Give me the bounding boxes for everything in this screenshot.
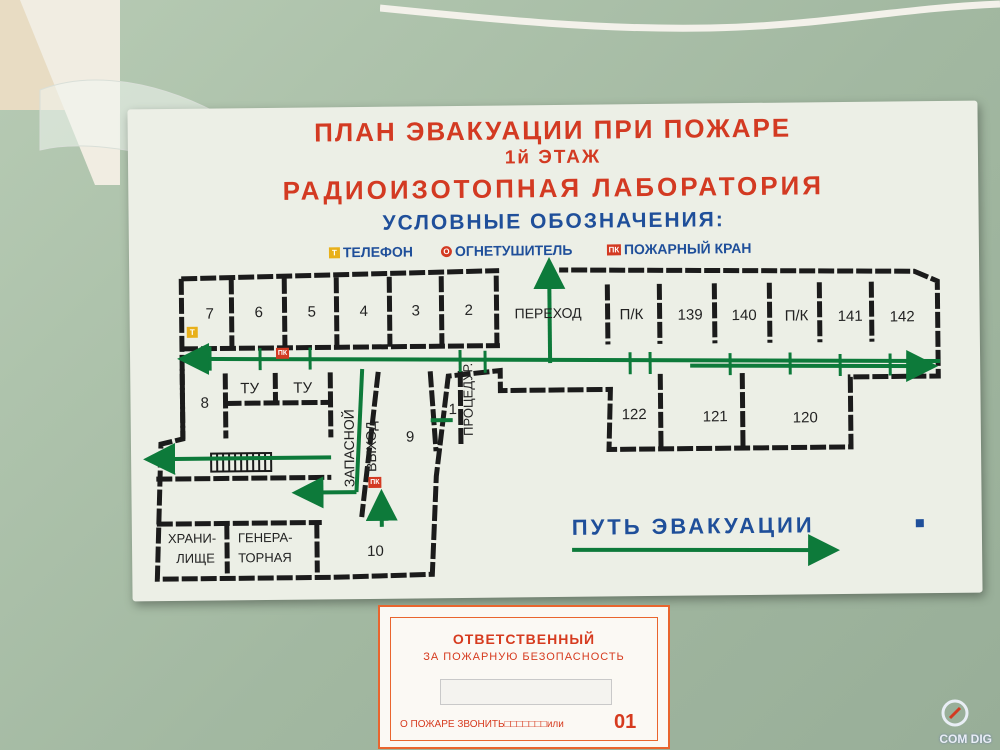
label-zapasnoy: ЗАПАСНОЙ (340, 409, 358, 488)
sign-border (390, 617, 658, 741)
room-142: 142 (889, 308, 915, 326)
evac-arrow-dot (915, 519, 924, 528)
fire-safety-sign: ОТВЕТСТВЕННЫЙ ЗА ПОЖАРНУЮ БЕЗОПАСНОСТЬ О… (378, 605, 670, 749)
room-4: 4 (359, 302, 369, 321)
room-pk-2: П/К (784, 307, 809, 325)
room-pk-1: П/К (619, 306, 644, 324)
responsible-name-field (440, 679, 612, 705)
wall-cable (380, 0, 1000, 32)
path-dash (430, 418, 453, 423)
evacuation-plan-board: ПЛАН ЭВАКУАЦИИ ПРИ ПОЖАРЕ 1й ЭТАЖ РАДИОИ… (127, 100, 983, 602)
room-generator-1: ГЕНЕРА- (237, 529, 293, 546)
room-141: 141 (837, 307, 863, 326)
room-tu-2: ТУ (293, 379, 313, 397)
stair-steps (216, 453, 267, 472)
room-generator-2: ТОРНАЯ (238, 549, 292, 566)
room-120: 120 (792, 409, 818, 427)
floor-plan (143, 257, 941, 582)
room-hranilishe-1: ХРАНИ- (167, 530, 217, 547)
room-perehod: ПЕРЕХОД (514, 304, 582, 322)
watermark-logo-icon (941, 699, 969, 727)
sign-emergency-number: 01 (614, 711, 637, 733)
watermark: COM DIG (939, 732, 992, 746)
label-vyhod: ВЫХОД (362, 421, 380, 473)
evacuation-path (143, 257, 941, 527)
room-tu-1: ТУ (240, 380, 260, 398)
phone-marker: T (186, 326, 198, 338)
hydrant-marker-1: ПК (275, 347, 290, 359)
room-8: 8 (200, 394, 209, 412)
room-2: 2 (464, 301, 474, 319)
room-3: 3 (411, 302, 421, 320)
room-procedur: ПРОЦЕДУР. (460, 362, 476, 436)
room-1: 1 (448, 401, 458, 419)
room-hranilishe-2: ЛИЩЕ (176, 550, 215, 566)
hydrant-marker-2: ПК (368, 476, 382, 488)
room-121: 121 (702, 408, 728, 426)
room-139: 139 (677, 306, 703, 324)
room-5: 5 (307, 303, 317, 321)
room-7: 7 (205, 305, 215, 323)
sign-call-text: О ПОЖАРЕ ЗВОНИТЬ□□□□□□□или (400, 719, 564, 730)
room-10: 10 (367, 542, 384, 560)
sign-responsible: ОТВЕТСТВЕННЫЙ (452, 631, 596, 647)
room-6: 6 (254, 304, 264, 322)
room-122: 122 (621, 406, 647, 424)
sign-fire-safety: ЗА ПОЖАРНУЮ БЕЗОПАСНОСТЬ (423, 651, 625, 663)
room-9: 9 (405, 428, 415, 446)
evacuation-route-label: ПУТЬ ЭВАКУАЦИИ (571, 512, 815, 540)
room-140: 140 (731, 306, 757, 325)
path-ticks (208, 346, 892, 377)
evac-legend-arrow (572, 534, 841, 567)
